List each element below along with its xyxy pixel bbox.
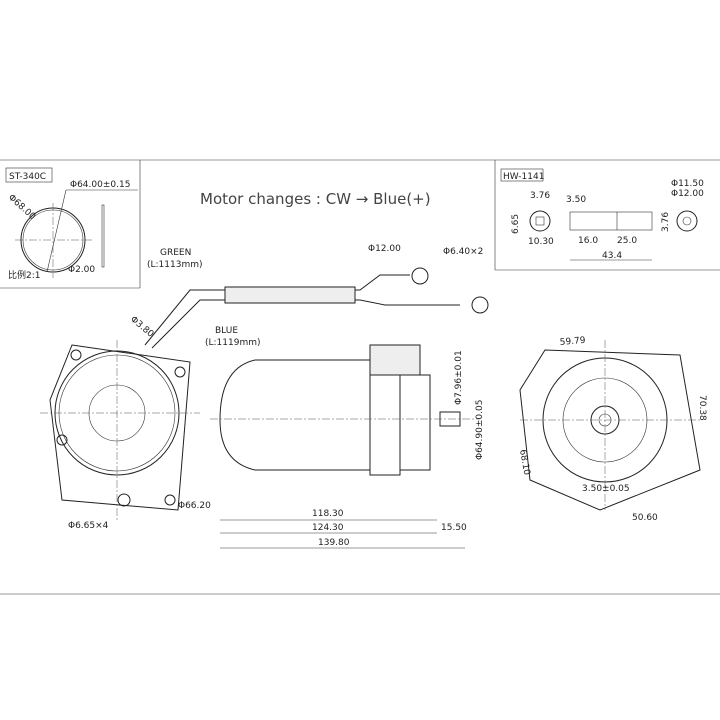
coupler-inset: HW-1141 3.76 6.65 10.30 3.50 16.0 25.0 4… xyxy=(500,168,704,261)
magnet-scale: 比例2:1 xyxy=(8,269,41,281)
rear-dim: 50.60 xyxy=(632,513,658,523)
coupler-dim: Φ12.00 xyxy=(671,189,704,199)
coupler-dim: Φ11.50 xyxy=(671,179,704,189)
rear-dim: 68.10 xyxy=(517,449,531,476)
side-length: 124.30 xyxy=(312,523,344,533)
front-view: Φ66.20 Φ6.65×4 xyxy=(40,340,211,531)
magnet-inset: ST-340C Φ64.00±0.15 Φ68.00 Φ2.00 比例2:1 xyxy=(5,167,138,281)
coupler-dim: 43.4 xyxy=(602,251,622,261)
front-bolt: Φ6.65×4 xyxy=(68,521,109,531)
magnet-outer-dia: Φ68.00 xyxy=(6,193,37,223)
drawing-title: Motor changes : CW → Blue(+) xyxy=(200,190,431,208)
rear-dim: 3.50±0.05 xyxy=(582,484,630,494)
shaft-dia: Φ7.96±0.01 xyxy=(454,350,464,405)
coupler-dim: 3.76 xyxy=(661,212,671,232)
frame xyxy=(0,159,720,595)
coupler-dim: 16.0 xyxy=(578,236,598,246)
rear-dim: 70.38 xyxy=(697,395,707,421)
shaft-length: 15.50 xyxy=(441,523,467,533)
magnet-thickness: Φ2.00 xyxy=(68,265,95,275)
magnet-inner-dia: Φ64.00±0.15 xyxy=(70,180,130,190)
blue-wire-label: BLUE xyxy=(215,326,238,336)
green-wire-label: GREEN xyxy=(160,248,191,258)
wire-dia: Φ3.80 xyxy=(128,315,155,340)
side-view: 118.30 124.30 139.80 15.50 Φ7.96±0.01 Φ6… xyxy=(210,344,485,549)
body-dia: Φ64.90±0.05 xyxy=(475,400,485,460)
side-length: 118.30 xyxy=(312,509,344,519)
coupler-dim: 6.65 xyxy=(511,214,521,234)
magnet-code: ST-340C xyxy=(9,172,46,182)
coupler-dim: 3.76 xyxy=(530,191,550,201)
rear-view: 59.79 70.38 68.10 3.50±0.05 50.60 xyxy=(517,336,707,523)
coupler-code: HW-1141 xyxy=(503,172,544,182)
coupler-dim: 3.50 xyxy=(566,195,586,205)
terminal-dim: Φ6.40×2 xyxy=(443,247,483,257)
terminal-dim: Φ12.00 xyxy=(368,244,401,254)
coupler-dim: 10.30 xyxy=(528,237,554,247)
blue-wire-length: (L:1119mm) xyxy=(205,338,261,348)
green-wire-length: (L:1113mm) xyxy=(147,260,203,270)
coupler-dim: 25.0 xyxy=(617,236,637,246)
rear-dim: 59.79 xyxy=(559,336,586,348)
side-length: 139.80 xyxy=(318,538,350,548)
front-dia: Φ66.20 xyxy=(178,501,211,511)
wire-harness: GREEN (L:1113mm) BLUE (L:1119mm) Φ12.00 … xyxy=(128,244,489,349)
